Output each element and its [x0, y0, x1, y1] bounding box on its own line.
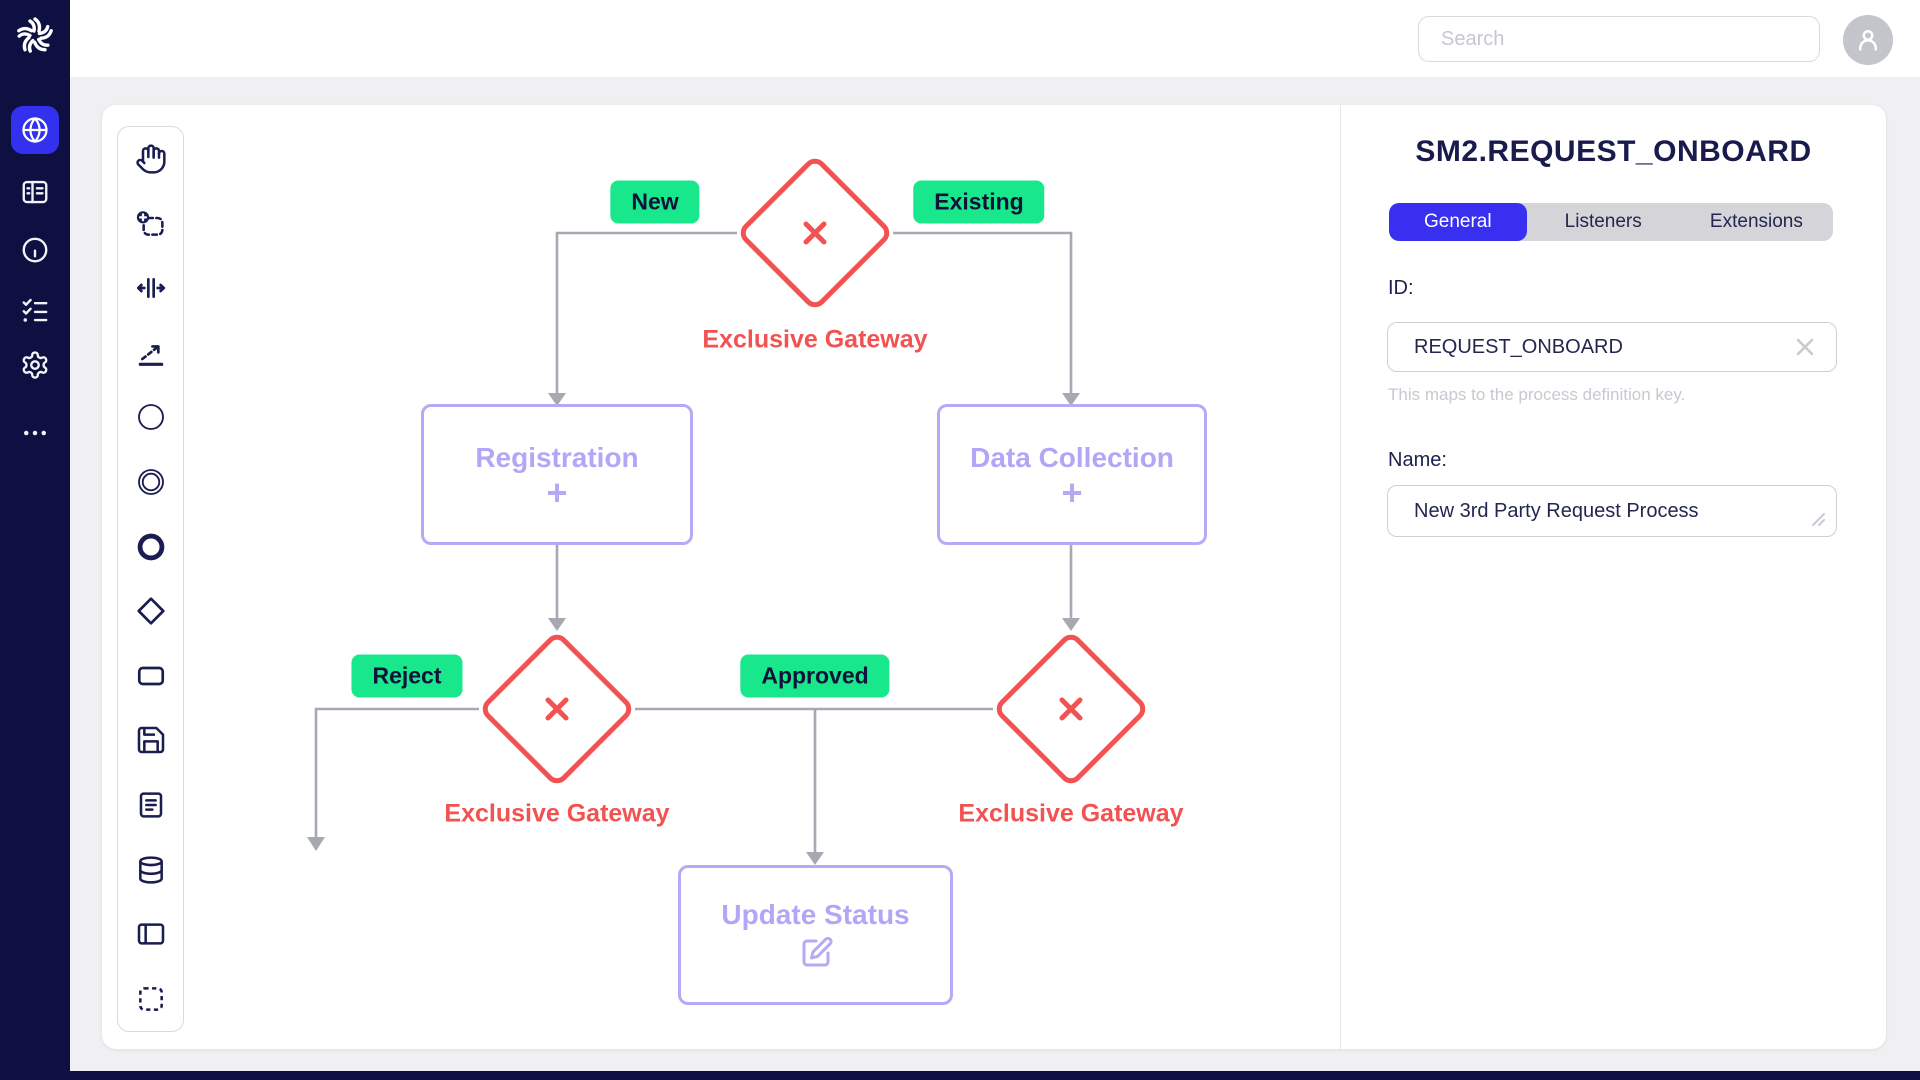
checklist-icon [20, 295, 50, 325]
task-label: Data Collection [970, 441, 1174, 473]
data-store-icon[interactable] [135, 854, 167, 886]
process-title: SM2.REQUEST_ONBOARD [1415, 135, 1812, 168]
document-icon[interactable] [135, 789, 167, 821]
group-shape-icon[interactable] [135, 983, 167, 1015]
edge-label-new[interactable]: New [610, 180, 700, 224]
sidebar-item-settings[interactable] [20, 350, 50, 380]
start-event-icon[interactable] [135, 401, 167, 433]
gear-icon [20, 350, 50, 380]
tab-listeners[interactable]: Listeners [1564, 211, 1642, 232]
sidebar-item-library[interactable] [20, 177, 50, 207]
task-label: Registration [475, 441, 639, 473]
add-step-button[interactable]: + [546, 471, 568, 513]
edge-label-approved[interactable]: Approved [740, 654, 890, 698]
search-input[interactable] [1418, 16, 1820, 62]
task-node-data-collection[interactable]: Data Collection + [937, 404, 1207, 545]
space-tool-icon[interactable] [135, 272, 167, 304]
gateway-x-icon [537, 689, 577, 729]
data-object-icon[interactable] [135, 724, 167, 756]
tool-palette [117, 126, 184, 1032]
panel-tabs: General Listeners Extensions [1389, 203, 1833, 241]
gateway-label-left: Exclusive Gateway [444, 799, 670, 828]
library-icon [20, 177, 50, 207]
resize-handle-icon[interactable] [1809, 510, 1827, 528]
tab-extensions[interactable]: Extensions [1709, 211, 1803, 232]
sidebar-item-more[interactable] [20, 418, 50, 448]
task-node-update-status[interactable]: Update Status [678, 865, 953, 1005]
task-node-registration[interactable]: Registration + [421, 404, 693, 545]
app-sidebar [0, 0, 70, 1080]
participant-icon[interactable] [135, 918, 167, 950]
gateway-x-icon [795, 213, 835, 253]
user-avatar[interactable] [1843, 15, 1893, 65]
name-input[interactable] [1387, 485, 1837, 537]
gateway-x-icon [1051, 689, 1091, 729]
hand-tool-icon[interactable] [135, 143, 167, 175]
clear-id-icon[interactable] [1793, 335, 1817, 359]
edge-label-existing[interactable]: Existing [913, 180, 1045, 224]
diagram-connectors [307, 231, 1080, 865]
topbar [70, 0, 1920, 77]
gateway-label-right: Exclusive Gateway [958, 799, 1184, 828]
task-shape-icon[interactable] [135, 660, 167, 692]
tab-general[interactable]: General [1389, 203, 1527, 241]
ellipsis-icon [20, 418, 50, 448]
id-help-text: This maps to the process definition key. [1388, 385, 1686, 404]
edit-icon[interactable] [798, 935, 834, 971]
id-label: ID: [1388, 277, 1414, 299]
gateway-label-top: Exclusive Gateway [702, 325, 928, 354]
sidebar-item-tasks[interactable] [20, 295, 50, 325]
task-label: Update Status [721, 899, 910, 930]
sidebar-item-monitor[interactable] [20, 235, 50, 265]
app-logo-icon[interactable] [11, 12, 59, 60]
properties-panel: SM2.REQUEST_ONBOARD General Listeners Ex… [1341, 105, 1886, 1049]
diagram-canvas[interactable]: Exclusive Gateway Exclusive Gateway Excl… [102, 105, 1341, 1049]
gauge-icon [20, 235, 50, 265]
edge-label-reject[interactable]: Reject [351, 654, 463, 698]
gateway-shape-icon[interactable] [135, 595, 167, 627]
user-icon [1853, 25, 1883, 55]
sidebar-item-processes[interactable] [11, 106, 59, 154]
workspace-card: Exclusive Gateway Exclusive Gateway Excl… [102, 105, 1886, 1049]
add-step-button[interactable]: + [1061, 471, 1083, 513]
intermediate-event-icon[interactable] [135, 466, 167, 498]
id-input[interactable] [1387, 322, 1837, 372]
end-event-icon[interactable] [135, 531, 167, 563]
name-label: Name: [1388, 449, 1447, 471]
lasso-create-tool-icon[interactable] [135, 208, 167, 240]
global-connect-tool-icon[interactable] [135, 337, 167, 369]
globe-icon [20, 115, 50, 145]
bottom-accent-bar [0, 1071, 1920, 1080]
